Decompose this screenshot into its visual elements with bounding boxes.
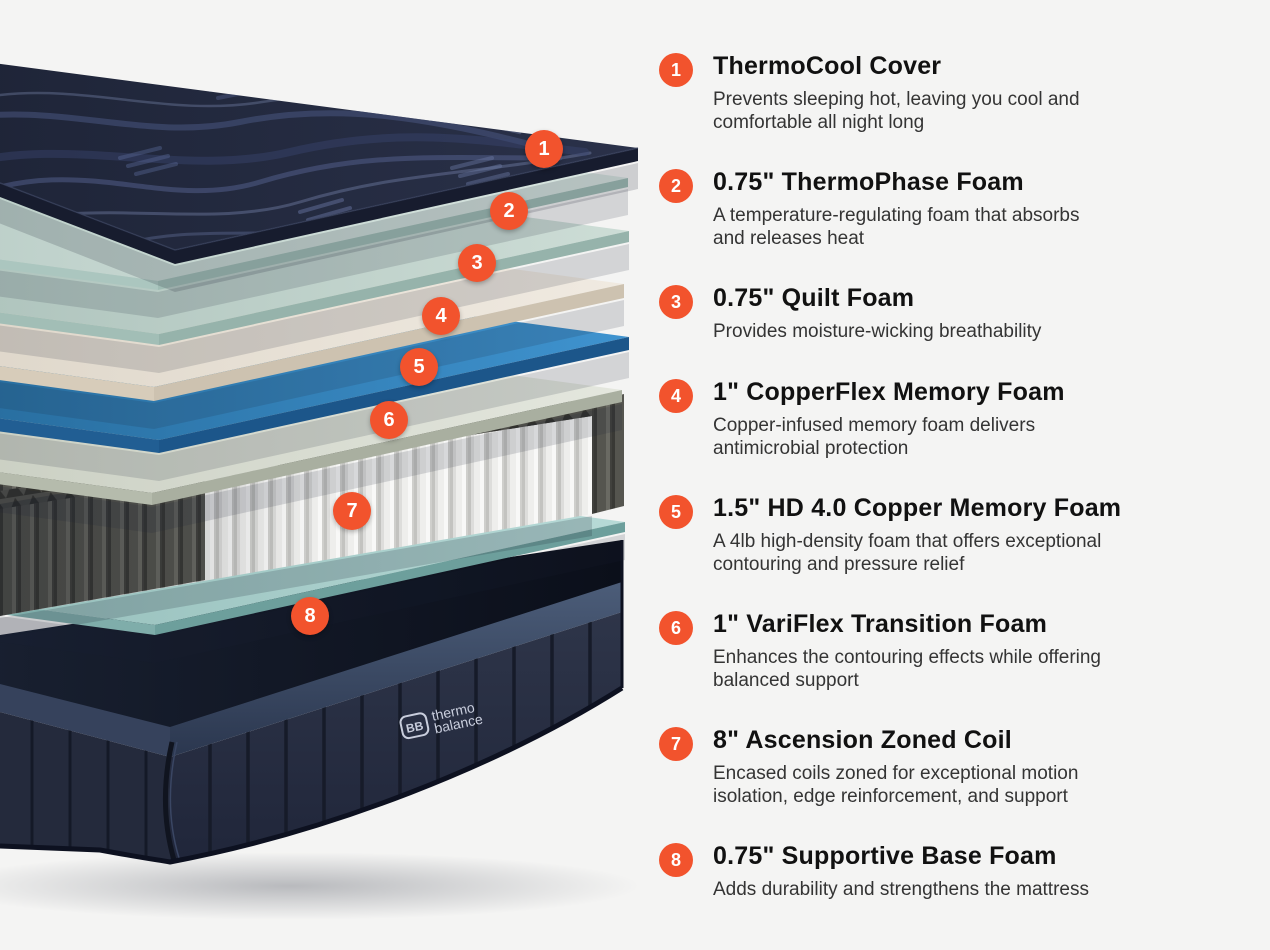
layer-number-badge: 6: [659, 611, 693, 645]
layer-description: Encased coils zoned for exceptional moti…: [713, 762, 1079, 807]
layer-description: A temperature-regulating foam that absor…: [713, 204, 1080, 249]
layer-number-badge: 7: [659, 727, 693, 761]
mattress-illustration-svg: BB thermo balance: [0, 63, 640, 920]
callout-7: 7: [333, 492, 371, 530]
layer-item-8: 8 0.75" Supportive Base Foam Adds durabi…: [659, 842, 1213, 901]
callout-1: 1: [525, 130, 563, 168]
callout-5: 5: [400, 348, 438, 386]
layer-description: Adds durability and strengthens the matt…: [713, 878, 1089, 900]
layer-description: Enhances the contouring effects while of…: [713, 646, 1101, 691]
layer-item-4: 4 1" CopperFlex Memory Foam Copper-infus…: [659, 378, 1213, 460]
layer-item-2: 2 0.75" ThermoPhase Foam A temperature-r…: [659, 168, 1213, 250]
floor-shadow: [0, 852, 640, 920]
layer-title: 0.75" ThermoPhase Foam: [713, 168, 1024, 196]
layer-item-3: 3 0.75" Quilt Foam Provides moisture-wic…: [659, 284, 1213, 343]
layer-item-1: 1 ThermoCool Cover Prevents sleeping hot…: [659, 52, 1213, 134]
layer-number-badge: 1: [659, 53, 693, 87]
layer-item-5: 5 1.5" HD 4.0 Copper Memory Foam A 4lb h…: [659, 494, 1213, 576]
callout-4: 4: [422, 297, 460, 335]
layer-title: 8" Ascension Zoned Coil: [713, 726, 1012, 754]
layer-title: 1" CopperFlex Memory Foam: [713, 378, 1065, 406]
layer-number-badge: 3: [659, 285, 693, 319]
callout-3: 3: [458, 244, 496, 282]
layer-description: Prevents sleeping hot, leaving you cool …: [713, 88, 1080, 133]
layer-item-6: 6 1" VariFlex Transition Foam Enhances t…: [659, 610, 1213, 692]
layer-title: 1.5" HD 4.0 Copper Memory Foam: [713, 494, 1122, 522]
layer-number-badge: 5: [659, 495, 693, 529]
layer-number-badge: 8: [659, 843, 693, 877]
callout-2: 2: [490, 192, 528, 230]
layer-title: 0.75" Supportive Base Foam: [713, 842, 1057, 870]
layer-title: ThermoCool Cover: [713, 52, 942, 80]
base-graphic: BB thermo balance: [0, 540, 624, 865]
layer-description: A 4lb high-density foam that offers exce…: [713, 530, 1102, 575]
brand-abbr: BB: [405, 718, 425, 735]
layer-title: 1" VariFlex Transition Foam: [713, 610, 1048, 638]
layer-description: Copper-infused memory foam delivers anti…: [713, 414, 1036, 459]
layer-title: 0.75" Quilt Foam: [713, 284, 915, 312]
callout-6: 6: [370, 401, 408, 439]
mattress-illustration: BB thermo balance: [0, 63, 640, 920]
callout-8: 8: [291, 597, 329, 635]
layer-description: Provides moisture-wicking breathability: [713, 320, 1042, 342]
layer-number-badge: 2: [659, 169, 693, 203]
layer-number-badge: 4: [659, 379, 693, 413]
layer-details-list: 1 ThermoCool Cover Prevents sleeping hot…: [659, 0, 1259, 950]
layer-item-7: 7 8" Ascension Zoned Coil Encased coils …: [659, 726, 1213, 808]
